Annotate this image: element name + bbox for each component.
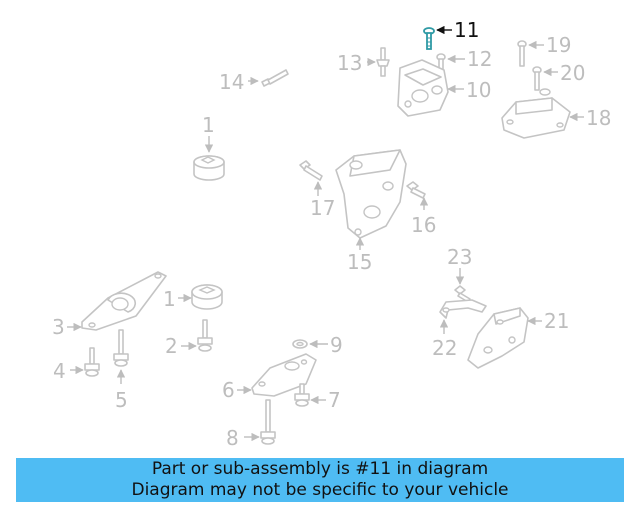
callout-20[interactable]: 20 (560, 61, 585, 85)
callout-22[interactable]: 22 (432, 336, 457, 360)
callout-6[interactable]: 6 (222, 378, 235, 402)
callout-11[interactable]: 11 (454, 18, 479, 42)
callout-19[interactable]: 19 (546, 33, 571, 57)
part-22-link[interactable] (439, 299, 487, 319)
part-17-bolt[interactable] (299, 160, 323, 181)
part-1-bushing-top[interactable] (193, 155, 225, 181)
part-14-bolt[interactable] (261, 69, 289, 87)
callout-8[interactable]: 8 (226, 426, 239, 450)
part-21-bracket[interactable] (467, 307, 529, 369)
part-10-bracket[interactable] (397, 59, 449, 117)
callout-9[interactable]: 9 (330, 333, 343, 357)
part-5-bolt[interactable] (113, 329, 129, 367)
part-9-washer[interactable] (292, 339, 308, 349)
callout-17[interactable]: 17 (310, 196, 335, 220)
part-6-mount-bracket[interactable] (251, 353, 317, 397)
callout-21[interactable]: 21 (544, 309, 569, 333)
callout-10[interactable]: 10 (466, 78, 491, 102)
callout-13[interactable]: 13 (337, 51, 362, 75)
part-11-bolt[interactable] (423, 27, 435, 50)
callout-1-bottom[interactable]: 1 (163, 287, 176, 311)
callout-5[interactable]: 5 (115, 388, 128, 412)
callout-4[interactable]: 4 (53, 359, 66, 383)
part-3-torque-rod[interactable] (81, 271, 167, 331)
part-16-bolt[interactable] (406, 181, 426, 199)
callout-3[interactable]: 3 (52, 315, 65, 339)
banner-line-disclaimer: Diagram may not be specific to your vehi… (131, 480, 509, 500)
part-1-bushing-bottom[interactable] (191, 284, 223, 310)
part-2-bolt[interactable] (197, 319, 213, 352)
callout-7[interactable]: 7 (328, 388, 341, 412)
part-7-bolt[interactable] (294, 383, 310, 407)
callout-16[interactable]: 16 (411, 213, 436, 237)
part-18-mount[interactable] (501, 88, 571, 139)
callout-1-top[interactable]: 1 (202, 113, 215, 137)
callout-14[interactable]: 14 (219, 70, 244, 94)
banner-line-part: Part or sub-assembly is #11 in diagram (151, 459, 489, 479)
part-20-bolt[interactable] (532, 66, 542, 91)
info-banner: Part or sub-assembly is #11 in diagram D… (16, 458, 624, 502)
callout-12[interactable]: 12 (467, 47, 492, 71)
part-13-stud[interactable] (376, 47, 390, 77)
part-15-engine-bracket[interactable] (335, 149, 407, 239)
part-4-bolt[interactable] (84, 347, 100, 377)
callout-2[interactable]: 2 (165, 334, 178, 358)
callout-15[interactable]: 15 (347, 250, 372, 274)
callout-23[interactable]: 23 (447, 245, 472, 269)
part-19-bolt[interactable] (517, 40, 527, 67)
part-8-bolt[interactable] (260, 399, 276, 445)
callout-18[interactable]: 18 (586, 106, 611, 130)
